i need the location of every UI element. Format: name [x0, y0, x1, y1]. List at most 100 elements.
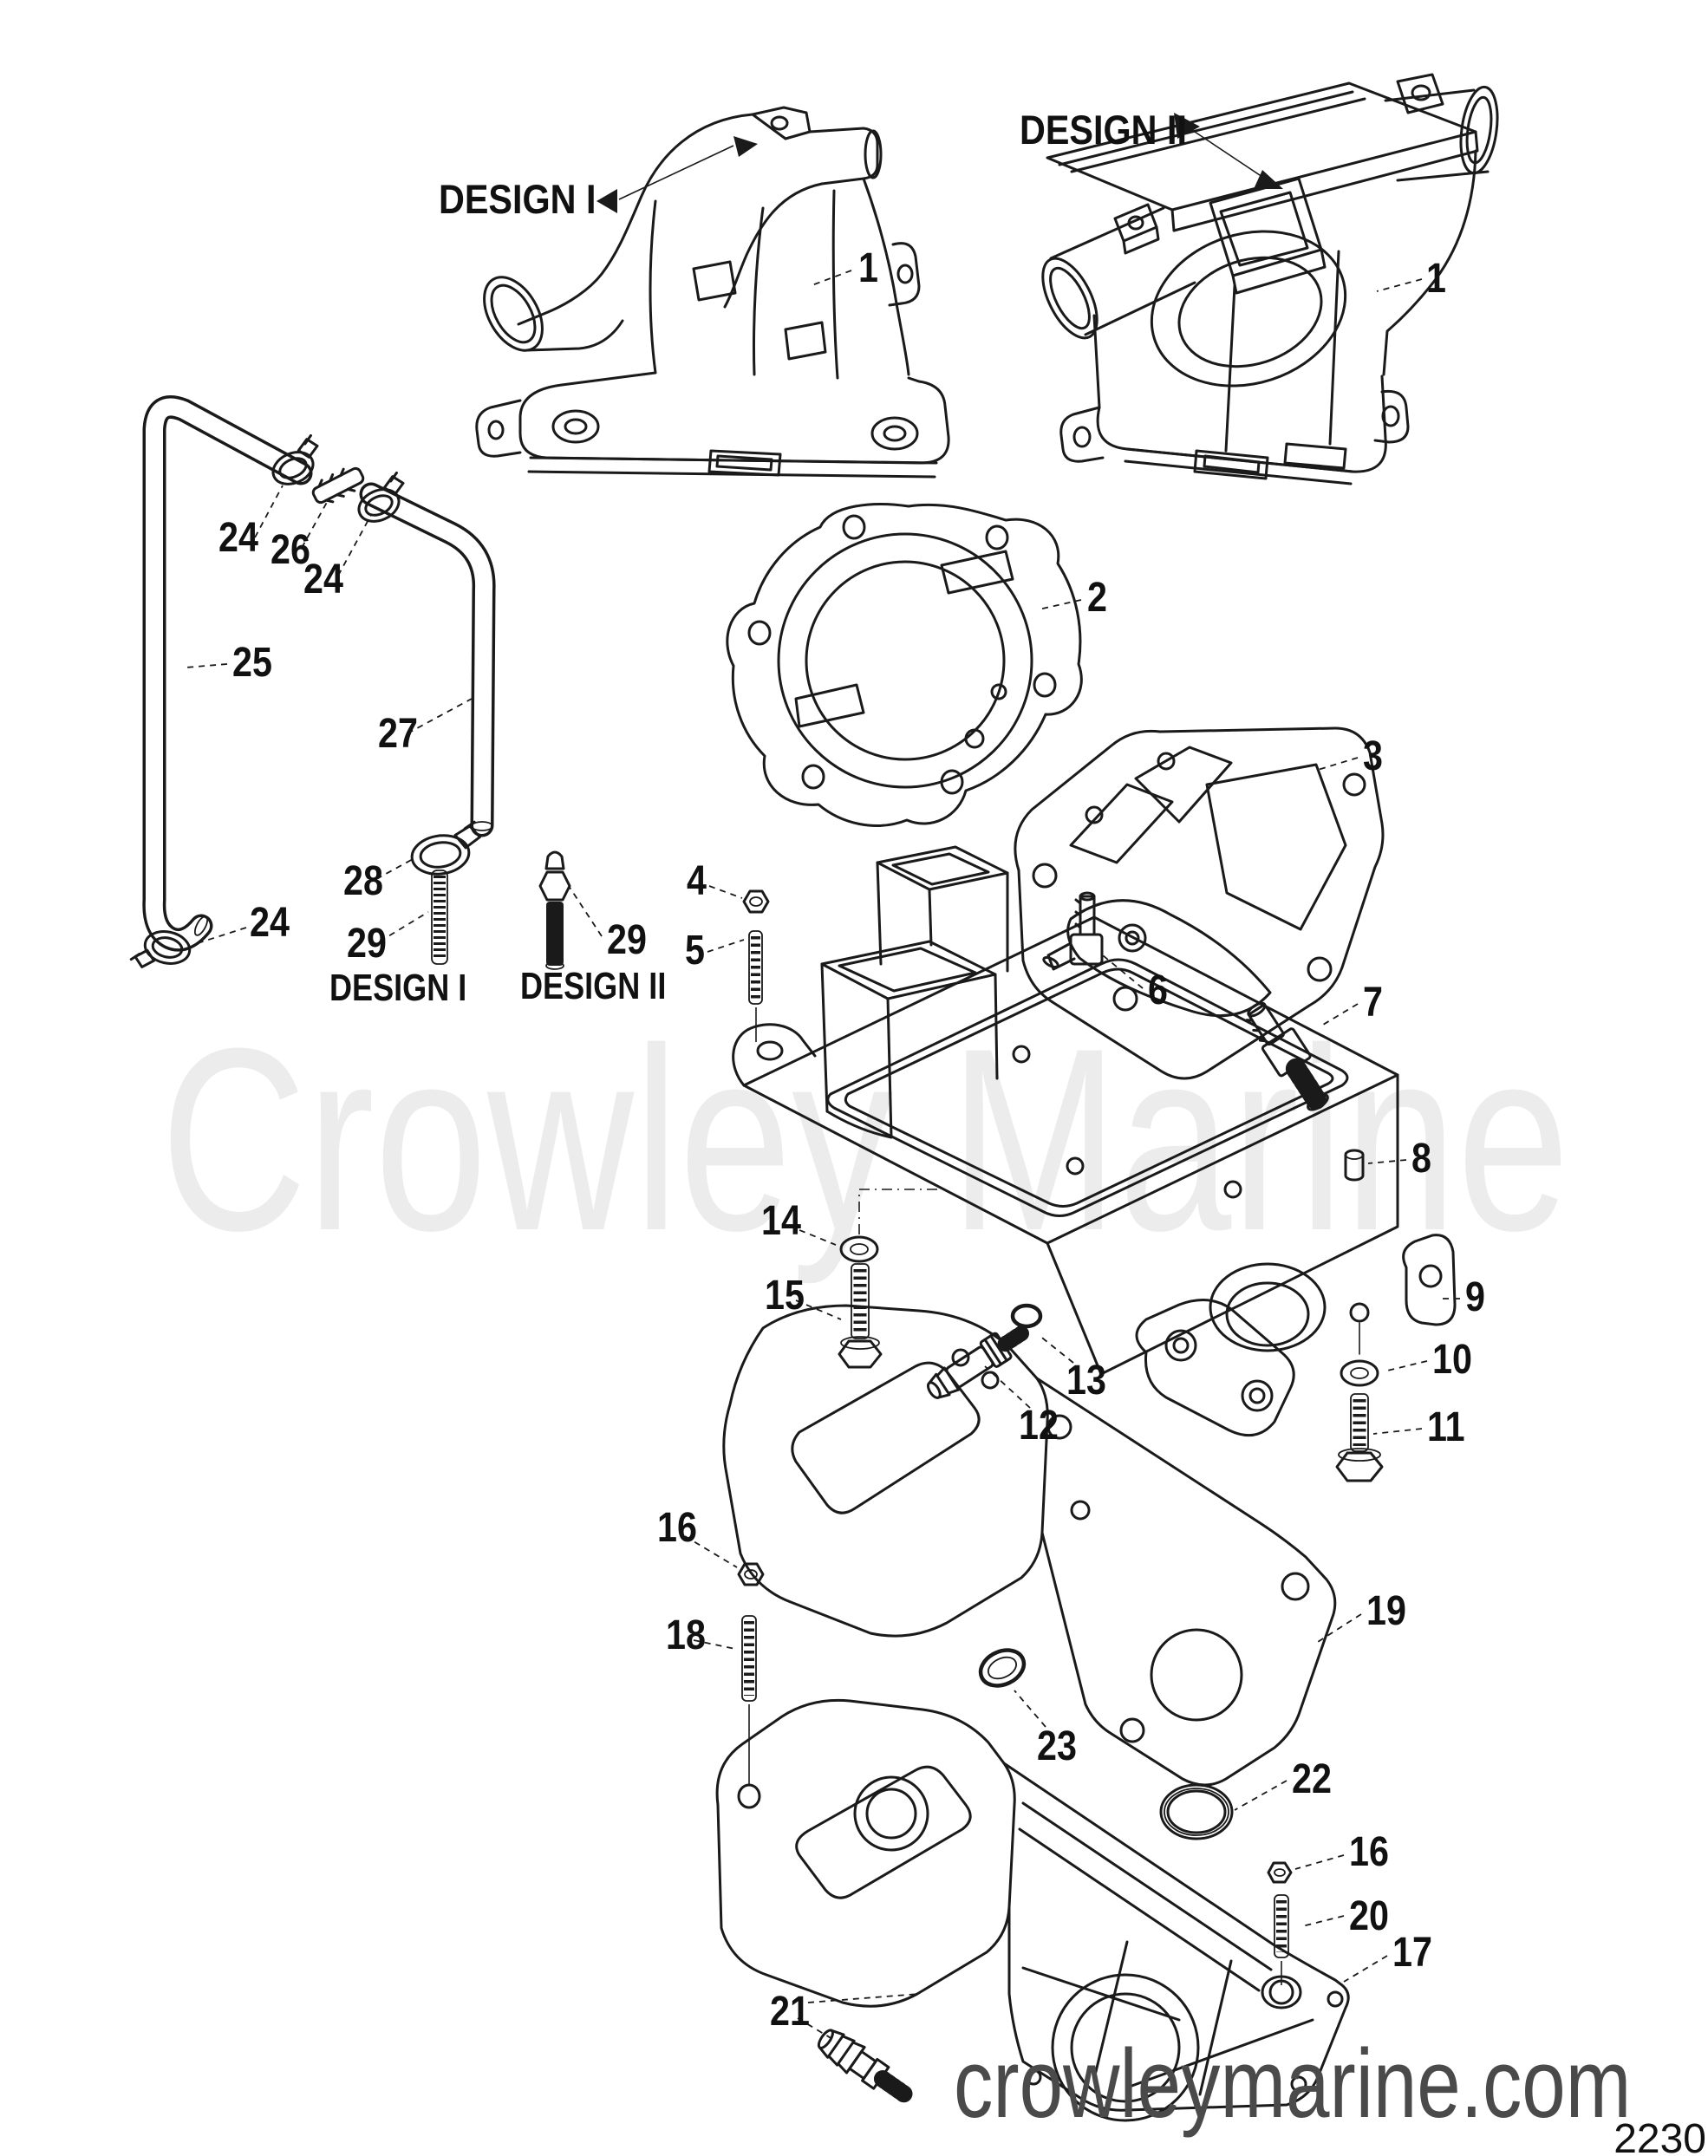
design-pointer-arrows — [596, 113, 1283, 213]
leader-line — [1038, 599, 1082, 610]
leader-line — [1376, 278, 1423, 292]
nut-16a — [737, 1562, 765, 1586]
watermark-center: Crowley Marine — [160, 994, 1569, 1286]
plug-8 — [1344, 1149, 1365, 1182]
washer-10 — [1340, 1359, 1379, 1387]
callout-1: 1 — [858, 244, 878, 291]
fitting-7 — [1245, 1001, 1329, 1111]
hose-clamp-24b — [357, 471, 405, 523]
callout-2: 2 — [1087, 574, 1107, 621]
callout-6: 6 — [1148, 967, 1168, 1013]
leader-line — [618, 145, 734, 200]
callout-24: 24 — [303, 556, 343, 603]
leader-line — [708, 885, 743, 899]
nut-16b — [1267, 1861, 1293, 1884]
gasket-19 — [722, 1304, 1337, 1787]
stud-20 — [1274, 1894, 1289, 1985]
callout-29: 29 — [347, 920, 387, 967]
design-1-bottom: DESIGN I — [329, 967, 466, 1009]
design-1-housing — [475, 106, 950, 479]
callout-16: 16 — [1349, 1828, 1389, 1875]
hose-25 — [142, 395, 313, 952]
leader-line — [337, 514, 372, 576]
leader-line — [788, 1225, 837, 1246]
callout-19: 19 — [1366, 1587, 1406, 1634]
leader-line — [568, 885, 603, 937]
leader-line — [1343, 1955, 1388, 1983]
callout-4: 4 — [687, 857, 707, 904]
callout-8: 8 — [1411, 1135, 1431, 1182]
watermark-bottom: crowleymarine.com — [954, 2029, 1631, 2138]
callout-18: 18 — [666, 1612, 706, 1658]
callout-11: 11 — [1427, 1404, 1465, 1450]
design-1-part-arrow — [733, 136, 758, 157]
hose-clamp-24a — [271, 433, 319, 485]
callout-3: 3 — [1363, 733, 1383, 779]
design-2-top: DESIGN II — [1020, 108, 1187, 153]
callout-7: 7 — [1363, 979, 1383, 1026]
callout-25: 25 — [232, 639, 272, 686]
design-2-bottom: DESIGN II — [520, 965, 666, 1007]
design-2-text-arrow — [1174, 113, 1200, 139]
leader-line — [809, 270, 852, 287]
leader-line — [379, 911, 429, 942]
callout-22: 22 — [1292, 1755, 1332, 1802]
callout-9: 9 — [1465, 1273, 1485, 1320]
leader-line — [807, 1993, 920, 2003]
fitting-6 — [1042, 891, 1104, 971]
hose-clamp-28 — [410, 820, 482, 876]
leader-line — [1317, 757, 1359, 771]
design-label-layer: DESIGN I DESIGN II DESIGN I DESIGN II — [329, 108, 1187, 1009]
callout-16: 16 — [657, 1504, 697, 1551]
leader-line — [1383, 1360, 1428, 1372]
callout-10: 10 — [1432, 1336, 1472, 1383]
leader-line — [1301, 1915, 1345, 1927]
stud-18 — [741, 1615, 757, 1784]
stud-5 — [748, 930, 763, 1042]
callout-15: 15 — [765, 1272, 805, 1319]
fitting-26 — [311, 466, 365, 505]
bolt-15 — [838, 1263, 883, 1369]
fitting-21 — [817, 2029, 913, 2103]
bolt-11 — [1335, 1393, 1384, 1482]
leader-line — [1317, 1613, 1362, 1643]
leader-line — [1234, 1780, 1288, 1811]
page-number: 2230 — [1613, 2116, 1706, 2156]
nut-4 — [742, 889, 770, 914]
adapter-manifold-part-9 — [732, 845, 1457, 1437]
callout-21: 21 — [770, 1988, 810, 2035]
callout-29: 29 — [607, 916, 647, 963]
leader-line — [707, 939, 745, 953]
leader-line — [301, 497, 330, 549]
stud-29-design2 — [538, 850, 571, 970]
leader-line — [1102, 954, 1144, 989]
callout-23: 23 — [1037, 1723, 1077, 1769]
callout-17: 17 — [1392, 1929, 1432, 1976]
leader-line — [1038, 1334, 1074, 1364]
callout-20: 20 — [1349, 1892, 1389, 1939]
base-plate-17 — [715, 1698, 1350, 2122]
leader-line — [1014, 1690, 1046, 1728]
callout-24: 24 — [218, 514, 258, 561]
design-1-top: DESIGN I — [439, 178, 596, 223]
leader-line — [197, 927, 247, 944]
callout-12: 12 — [1019, 1402, 1059, 1449]
callout-27: 27 — [378, 710, 418, 757]
callout-24: 24 — [250, 899, 290, 946]
leader-line — [795, 1299, 842, 1320]
leader-line — [693, 1639, 736, 1650]
leader-line — [407, 698, 473, 734]
gasket-2 — [726, 503, 1083, 827]
leader-line — [185, 663, 228, 668]
leader-line — [1372, 1428, 1423, 1435]
callout-14: 14 — [761, 1197, 801, 1244]
callout-1: 1 — [1426, 255, 1446, 302]
o-ring-22 — [1159, 1783, 1234, 1840]
leader-line — [684, 1535, 738, 1568]
callout-28: 28 — [343, 857, 383, 904]
leader-line — [1294, 1854, 1345, 1870]
callout-26: 26 — [271, 526, 310, 573]
hose-clamp-24c — [129, 930, 192, 968]
